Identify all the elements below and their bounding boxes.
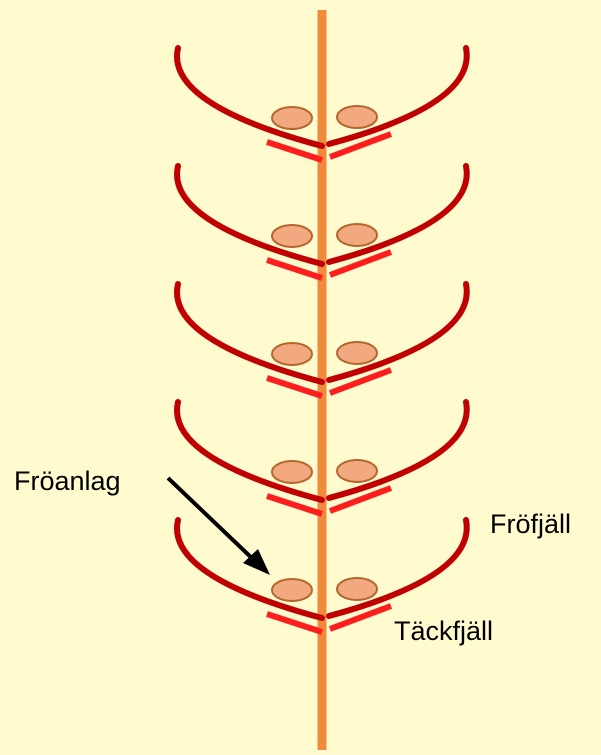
ovule-right — [337, 224, 377, 246]
ovule-right — [337, 578, 377, 600]
ovule-left — [272, 107, 312, 129]
ovule-right — [337, 460, 377, 482]
seed-scale-label: Fröfjäll — [490, 509, 571, 539]
ovule-label: Fröanlag — [14, 466, 121, 496]
ovule-left — [272, 225, 312, 247]
ovule-right — [337, 342, 377, 364]
ovule-left — [272, 579, 312, 601]
ovule-left — [272, 461, 312, 483]
bract-scale-label: Täckfjäll — [394, 616, 493, 646]
ovule-right — [337, 106, 377, 128]
ovule-left — [272, 343, 312, 365]
